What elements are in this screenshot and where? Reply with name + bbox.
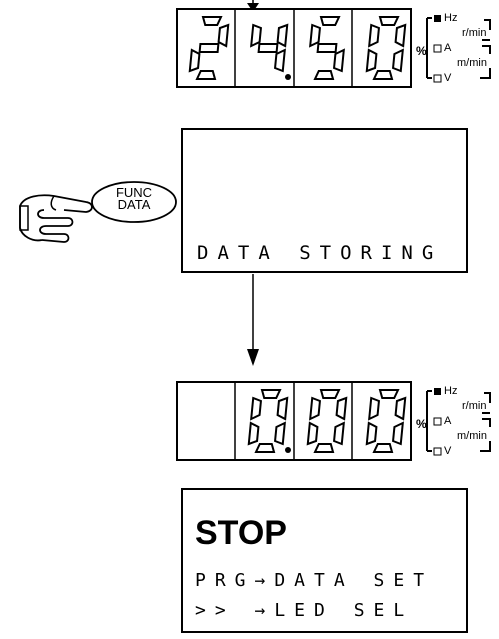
segment-d (374, 71, 392, 79)
segment-c (393, 423, 403, 444)
lcd-panel-storing: DATA STORING (181, 128, 468, 273)
segment-f (251, 398, 261, 419)
decimal-point (285, 74, 291, 80)
segment-d (197, 71, 215, 79)
segment-a (203, 17, 221, 25)
unit-v-label: V (444, 73, 451, 84)
unit-mmin-label: m/min (457, 431, 487, 442)
segment-b (219, 25, 229, 46)
segment-e (367, 423, 377, 444)
segment-f (310, 398, 320, 419)
segment-d (315, 71, 333, 79)
segment-e (249, 423, 259, 444)
segment-e (308, 423, 318, 444)
hz-lamp-icon (434, 388, 441, 395)
lcd-stop-title: STOP (195, 514, 287, 553)
segment-c (275, 50, 285, 71)
unit-mmin-label: m/min (457, 58, 487, 69)
segment-g (200, 44, 219, 52)
segment-c (334, 50, 344, 71)
unit-a-label: A (444, 416, 451, 427)
hz-lamp-icon (434, 15, 441, 22)
lcd-panel-stop: STOP PRG→DATA SET >> →LED SEL (181, 488, 468, 633)
led-display-bottom (176, 381, 412, 461)
segment-f (251, 25, 261, 46)
segment-b (337, 398, 347, 419)
lcd-storing-text: DATA STORING (197, 242, 442, 264)
a-lamp-icon (434, 45, 441, 52)
unit-hz-label: Hz (444, 386, 457, 397)
segment-e (367, 50, 377, 71)
led-frame-top (176, 8, 412, 88)
unit-indicator-bottom: Hz r/min A m/min V % (414, 379, 499, 461)
segment-a (321, 17, 339, 25)
led-frame-bottom (176, 381, 412, 461)
unit-a-label: A (444, 43, 451, 54)
segment-g (318, 44, 337, 52)
segment-d (315, 444, 333, 452)
lcd-stop-line1: PRG→DATA SET (195, 570, 433, 591)
segment-f (310, 25, 320, 46)
segment-f (369, 25, 379, 46)
segment-a (321, 390, 339, 398)
segment-c (275, 423, 285, 444)
unit-rmin-label: r/min (462, 401, 486, 412)
segment-b (278, 25, 288, 46)
a-lamp-icon (434, 418, 441, 425)
v-lamp-icon (434, 448, 441, 455)
unit-percent-label: % (416, 417, 427, 431)
segment-b (278, 398, 288, 419)
unit-hz-label: Hz (444, 13, 457, 24)
unit-indicator-top: Hz r/min A m/min V % (414, 6, 499, 88)
unit-v-label: V (444, 446, 451, 457)
led-display-top (176, 8, 412, 88)
segment-e (190, 50, 200, 71)
segment-c (393, 50, 403, 71)
segment-a (262, 390, 280, 398)
unit-percent-label: % (416, 44, 427, 58)
segment-g (259, 44, 278, 52)
unit-rmin-label: r/min (462, 28, 486, 39)
key-label-data: DATA (100, 198, 168, 211)
segment-a (380, 390, 398, 398)
segment-b (396, 25, 406, 46)
segment-d (374, 444, 392, 452)
decimal-point (285, 447, 291, 453)
func-data-key-press: FUNC DATA (14, 176, 184, 252)
segment-c (334, 423, 344, 444)
arrow-middle-head (247, 349, 259, 366)
segment-b (396, 398, 406, 419)
segment-a (380, 17, 398, 25)
lcd-stop-line2: >> →LED SEL (195, 600, 413, 621)
v-lamp-icon (434, 75, 441, 82)
segment-d (256, 444, 274, 452)
segment-f (369, 398, 379, 419)
